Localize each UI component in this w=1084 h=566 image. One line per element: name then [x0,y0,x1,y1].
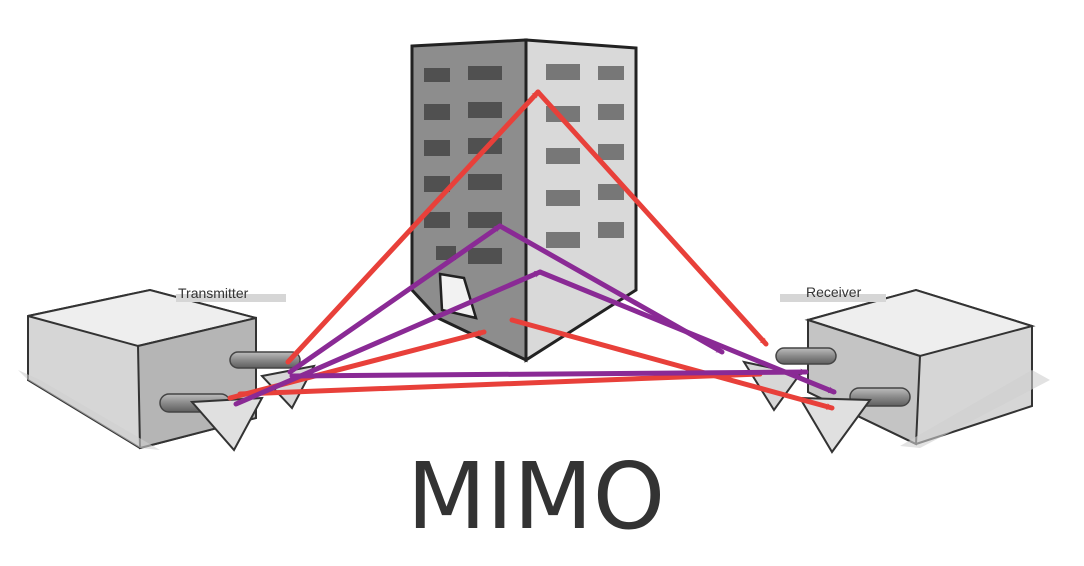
red-path-top-bounce-return [535,89,769,347]
transmitter-label-group: Transmitter [176,285,286,302]
receiver-label: Receiver [806,284,862,300]
transmitter-label: Transmitter [178,285,249,301]
diagram-title: MIMO [407,443,665,550]
transmitter-antenna-pipe-upper [229,351,301,369]
red-path-direct [237,371,763,397]
receiver-antenna-pipe-upper [775,347,837,365]
receiver [741,288,1050,454]
building-right-windows [546,64,624,248]
building-door [438,272,478,320]
transmitter-antenna-2 [189,396,264,452]
red-path-top-bounce [285,89,541,365]
purple-path-lower [233,269,543,407]
red-path-low-bounce-return [509,317,835,411]
purple-path-direct [289,368,809,379]
receiver-antenna-2 [798,396,872,454]
purple-path-upper [287,223,503,375]
receiver-label-group: Receiver [780,284,886,302]
signal-paths [227,89,837,411]
transmitter [18,288,316,452]
